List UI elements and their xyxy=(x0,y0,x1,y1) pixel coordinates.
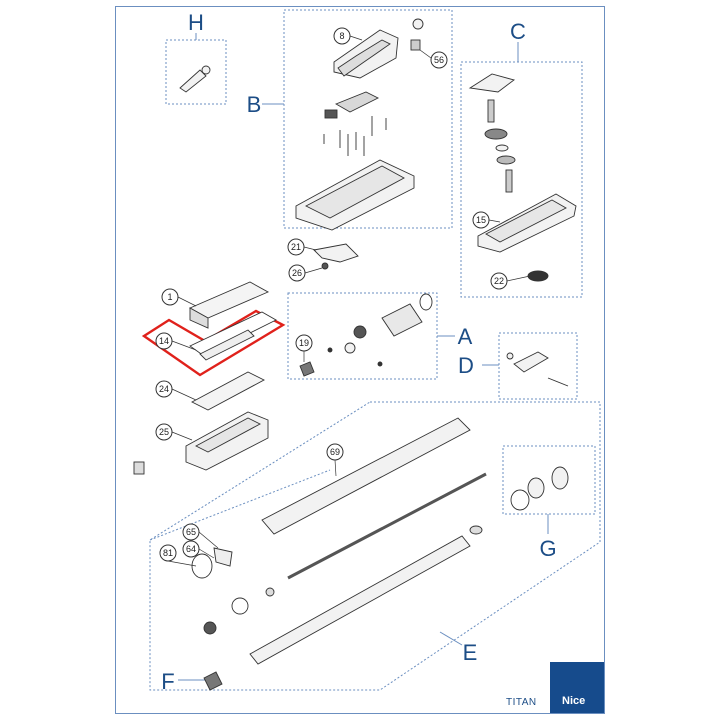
group-label-g: G xyxy=(539,536,556,561)
group-e-box xyxy=(149,401,601,691)
group-c-box xyxy=(460,61,583,298)
callout-leaders xyxy=(167,35,531,567)
model-name: TITAN xyxy=(506,697,537,708)
cover-part-1 xyxy=(188,281,270,329)
part-14-highlight xyxy=(141,309,286,377)
group-d-parts xyxy=(506,351,569,387)
group-e-parts xyxy=(191,417,487,691)
part-number-texts: 8 56 15 21 26 22 1 14 19 24 25 69 65 64 … xyxy=(159,31,504,558)
group-a-parts xyxy=(299,293,433,377)
board-part-14 xyxy=(189,311,277,361)
parts-21-26 xyxy=(313,243,359,270)
part-25-label: 25 xyxy=(159,427,169,437)
gasket-part-24 xyxy=(191,371,265,411)
group-g-parts xyxy=(510,466,569,511)
part-15-label: 15 xyxy=(476,215,486,225)
part-8-label: 8 xyxy=(339,31,344,41)
part-69-label: 69 xyxy=(330,447,340,457)
part-24-label: 24 xyxy=(159,384,169,394)
part-81-label: 81 xyxy=(163,548,173,558)
part-22-label: 22 xyxy=(494,276,504,286)
group-label-h: H xyxy=(188,10,204,35)
group-label-e: E xyxy=(463,640,478,665)
part-56-label: 56 xyxy=(434,55,444,65)
group-c-parts xyxy=(468,73,577,282)
brand-logo xyxy=(550,662,604,713)
part-1-label: 1 xyxy=(167,292,172,302)
group-h-part xyxy=(179,65,211,93)
part-65-label: 65 xyxy=(186,527,196,537)
part-26-label: 26 xyxy=(292,268,302,278)
part-64-label: 64 xyxy=(186,544,196,554)
part-14-label: 14 xyxy=(159,336,169,346)
group-label-b: B xyxy=(247,92,262,117)
diagram-frame xyxy=(115,6,605,714)
group-g-box xyxy=(502,445,596,515)
box-part-25 xyxy=(133,411,269,475)
group-b-box xyxy=(283,9,453,229)
part-21-label: 21 xyxy=(291,242,301,252)
brand-logo-text: Nice xyxy=(562,695,586,707)
callout-circles xyxy=(155,27,508,562)
group-label-c: C xyxy=(510,19,526,44)
group-b-parts xyxy=(295,18,424,231)
group-e-inner-line xyxy=(149,469,331,541)
group-label-d: D xyxy=(458,353,474,378)
group-d-box xyxy=(498,332,578,400)
group-label-f: F xyxy=(161,669,174,694)
group-h-box xyxy=(165,39,227,105)
group-label-a: A xyxy=(458,324,473,349)
group-letters: H B C A D G E F xyxy=(161,10,556,694)
part-19-label: 19 xyxy=(299,338,309,348)
